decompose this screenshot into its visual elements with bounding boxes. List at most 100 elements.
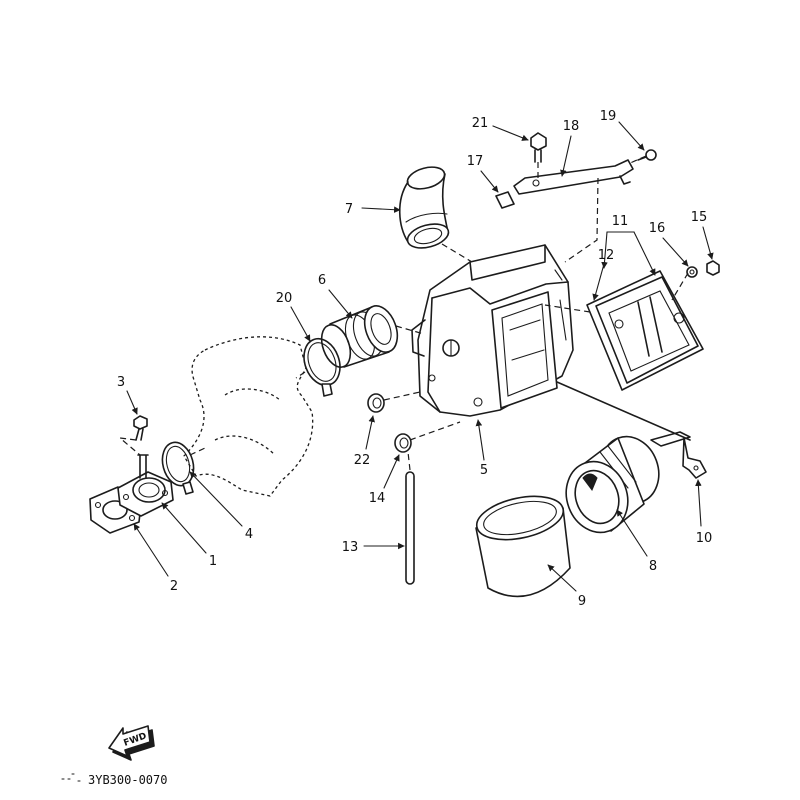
part-8-element — [565, 435, 660, 534]
part-11-rib-1 — [637, 301, 650, 357]
assembly-line-22-to-5 — [383, 391, 421, 401]
part-6-right-inner — [370, 313, 392, 345]
part-19-bolt — [637, 149, 657, 161]
part-4-screw — [182, 481, 194, 495]
part-6-joint — [320, 305, 399, 368]
fwd-arrow-body — [108, 725, 151, 757]
leader-3 — [126, 390, 138, 415]
leader-5 — [475, 419, 485, 461]
part-11-boss — [673, 312, 685, 324]
assembly-line-15-to-11 — [671, 272, 689, 301]
part-20-screw — [321, 383, 333, 397]
diagram-code-block: 3YB300-0070 — [61, 773, 167, 787]
assembly-line-3-to-1 — [118, 437, 141, 456]
leader-11-b — [633, 231, 656, 276]
part-11-rib-2 — [649, 296, 663, 353]
part-19-head — [645, 149, 657, 161]
part-20-clamp — [303, 337, 341, 397]
part-1-joint — [117, 454, 174, 517]
assembly-line-11-to-5 — [544, 304, 591, 313]
part-7-rib — [405, 212, 448, 223]
part-19-shank — [637, 156, 647, 161]
part-3-bolt — [133, 415, 148, 441]
part-4-band-inner — [165, 445, 191, 483]
leader-lines — [126, 121, 714, 592]
leader-20 — [290, 306, 311, 342]
part-4-clamp — [161, 441, 195, 495]
part-14-inner — [399, 437, 409, 449]
part-1-bolt-hole-1 — [122, 493, 130, 501]
leader-18 — [560, 135, 572, 177]
callout-10: 10 — [696, 531, 713, 546]
part-9-top-rim — [475, 495, 565, 541]
callouts: 21 18 19 17 7 11 16 15 12 6 20 3 22 5 14… — [117, 109, 712, 609]
part-16-ring — [686, 266, 698, 278]
part-8-inner-shade — [582, 473, 598, 491]
part-22-inner — [372, 397, 382, 409]
part-5-opening — [491, 291, 558, 409]
part-20-band-inner — [307, 342, 337, 382]
leader-2 — [133, 523, 169, 577]
part-1-tube — [132, 477, 166, 503]
leader-1 — [161, 502, 207, 554]
part-5-boss-1 — [428, 374, 436, 382]
leader-22 — [365, 415, 375, 450]
leader-9 — [547, 564, 577, 592]
part-10-tab — [682, 437, 707, 479]
part-18-hook — [619, 175, 631, 185]
part-21-shank — [534, 149, 542, 163]
part-9-filter — [475, 495, 571, 598]
assembly-line-13-to-14 — [407, 451, 411, 471]
assembly-lines — [118, 155, 691, 471]
part-16-washer — [686, 266, 698, 278]
leader-8 — [616, 509, 648, 557]
part-5-boss-2 — [473, 397, 483, 407]
callout-20: 20 — [276, 291, 293, 306]
leader-12 — [592, 263, 605, 301]
part-18-arm — [513, 159, 634, 195]
callout-14: 14 — [369, 491, 386, 506]
leader-7 — [361, 206, 401, 213]
assembly-line-18-to-5 — [564, 177, 599, 263]
callout-2: 2 — [170, 579, 178, 594]
assembly-line-19-to-18 — [627, 155, 647, 165]
part-5-case — [411, 244, 574, 417]
part-21-head — [530, 132, 547, 151]
callout-12: 12 — [598, 248, 615, 263]
diagram-code: 3YB300-0070 — [88, 773, 167, 787]
part-11-hole — [614, 319, 624, 329]
part-2-bolt-hole-2 — [128, 514, 136, 522]
assembly-line-6-to-5 — [395, 325, 425, 335]
part-6-right-mouth — [363, 305, 399, 353]
callout-6: 6 — [318, 273, 326, 288]
fwd-arrow-icon: FWD — [108, 725, 155, 761]
part-17-clip — [495, 191, 515, 209]
part-1-bolt-hole-2 — [161, 489, 169, 497]
part-10-hole — [693, 465, 699, 471]
callout-13: 13 — [342, 540, 359, 555]
callout-18: 18 — [563, 119, 580, 134]
assembly-line-5-to-10 — [556, 381, 691, 441]
engine-outline-inner — [214, 388, 281, 456]
callout-22: 22 — [354, 453, 371, 468]
part-9-top-inner — [483, 500, 557, 536]
part-5-top-rim — [469, 244, 546, 281]
part-8-front-inner — [574, 469, 620, 525]
part-11-plate — [595, 276, 699, 384]
part-8-front-rim — [565, 460, 629, 534]
callout-15: 15 — [691, 210, 708, 225]
leader-4 — [189, 471, 243, 527]
part-5-inner-ledge — [509, 319, 545, 361]
part-18-hole — [532, 179, 540, 187]
part-7-body-left — [398, 181, 409, 243]
code-marks — [61, 773, 81, 782]
part-7-top-mouth — [406, 166, 446, 190]
leader-16 — [662, 237, 689, 267]
part-5-opening-inner — [501, 303, 549, 397]
engine-outline — [183, 336, 314, 497]
assembly-line-7-to-5 — [441, 243, 473, 263]
callout-19: 19 — [600, 109, 617, 124]
callout-5: 5 — [480, 463, 488, 478]
part-2-bolt-hole-1 — [94, 501, 102, 509]
callout-16: 16 — [649, 221, 666, 236]
